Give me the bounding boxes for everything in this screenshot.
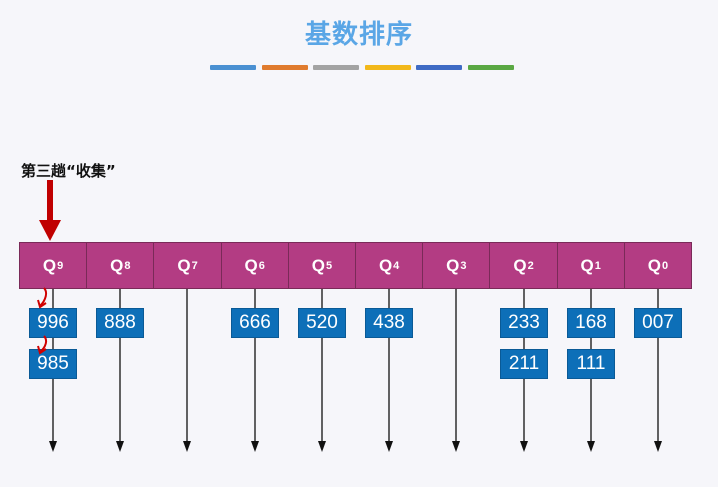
collect-pointer-arrow-icon bbox=[39, 180, 61, 241]
queue-arrowhead-icon bbox=[587, 441, 595, 452]
queue-item-q2-1: 233 bbox=[500, 308, 548, 338]
queue-item-q4-1: 438 bbox=[365, 308, 413, 338]
queue-letter: Q bbox=[244, 255, 258, 275]
queue-index: 5 bbox=[325, 259, 333, 272]
collect-mark-2-head-icon bbox=[37, 345, 47, 355]
queue-index: 6 bbox=[258, 259, 265, 272]
queue-item-q9-2: 985 bbox=[29, 349, 77, 379]
queue-arrowhead-icon bbox=[318, 441, 326, 452]
collect-mark-1-head-icon bbox=[37, 299, 47, 309]
queue-index: 2 bbox=[527, 259, 534, 272]
queue-index: 7 bbox=[191, 259, 198, 272]
queue-letter: Q bbox=[110, 255, 124, 275]
stripe-5 bbox=[416, 65, 462, 70]
queue-item-q9-1: 996 bbox=[29, 308, 77, 338]
page-title: 基数排序 bbox=[304, 20, 413, 50]
collect-mark-1-icon bbox=[39, 287, 48, 307]
queue-item-q0-1: 007 bbox=[634, 308, 682, 338]
queue-arrowhead-icon bbox=[49, 441, 57, 452]
stripe-2 bbox=[262, 65, 308, 70]
queue-letter: Q bbox=[647, 255, 661, 275]
stripe-3 bbox=[313, 65, 359, 70]
queue-item-q8-1: 888 bbox=[96, 308, 144, 338]
stripe-6 bbox=[468, 65, 514, 70]
queue-letter: Q bbox=[446, 255, 460, 275]
stripe-1 bbox=[210, 65, 256, 70]
queue-item-q6-1: 666 bbox=[231, 308, 279, 338]
queue-index: 9 bbox=[57, 259, 64, 272]
queue-index: 4 bbox=[393, 259, 400, 272]
queue-arrowhead-icon bbox=[251, 441, 259, 452]
queue-arrowhead-icon bbox=[385, 441, 393, 452]
queue-item-q1-1: 168 bbox=[567, 308, 615, 338]
queue-index: 3 bbox=[460, 259, 467, 272]
queue-arrowhead-icon bbox=[452, 441, 460, 452]
queue-index: 0 bbox=[661, 259, 669, 272]
collect-label: 第三趟“收集” bbox=[21, 162, 116, 180]
queue-arrowhead-icon bbox=[654, 441, 662, 452]
queue-item-q1-2: 111 bbox=[567, 349, 615, 379]
queue-item-q2-2: 211 bbox=[500, 349, 548, 379]
queue-item-q5-1: 520 bbox=[298, 308, 346, 338]
stripe-4 bbox=[365, 65, 411, 70]
queue-index: 8 bbox=[124, 259, 131, 272]
collect-mark-2-icon bbox=[39, 335, 48, 353]
queue-arrowhead-icon bbox=[116, 441, 124, 452]
queue-letter: Q bbox=[580, 255, 594, 275]
queue-letter: Q bbox=[378, 255, 393, 275]
queue-letter: Q bbox=[513, 255, 527, 275]
queue-index: 1 bbox=[594, 259, 601, 272]
color-stripes bbox=[210, 65, 514, 71]
queue-letter: Q bbox=[177, 255, 191, 275]
queue-arrowhead-icon bbox=[183, 441, 191, 452]
queue-arrowhead-icon bbox=[520, 441, 528, 452]
queue-letter: Q bbox=[311, 255, 325, 275]
queue-letter: Q bbox=[42, 255, 57, 275]
